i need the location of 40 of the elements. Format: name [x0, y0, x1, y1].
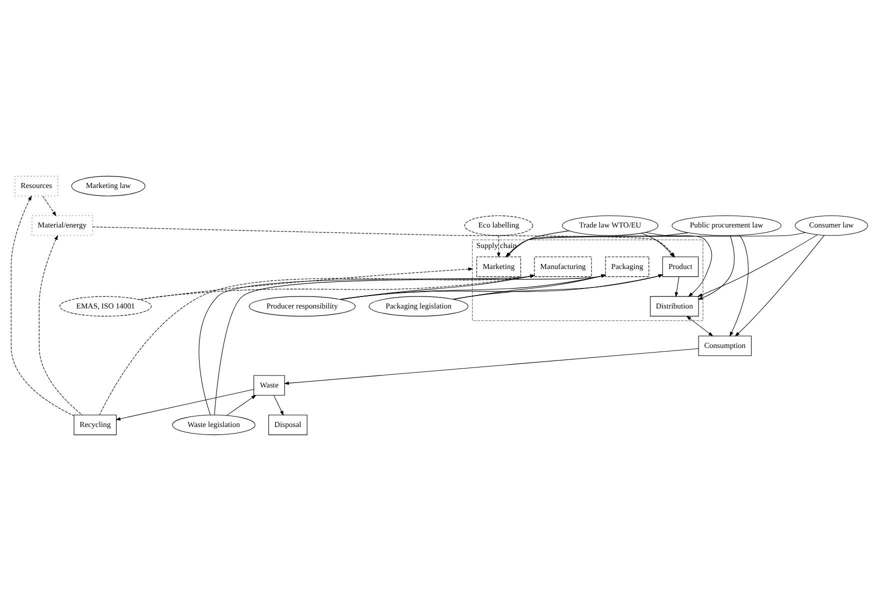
arrow [674, 276, 680, 297]
arrow [38, 234, 83, 415]
node-box: Recycling [74, 414, 117, 435]
arrow [138, 274, 536, 300]
node-ellipse: Marketing law [71, 175, 146, 196]
node-ellipse: Waste legislation [172, 414, 256, 435]
node-box: Disposal [268, 414, 308, 435]
arrow [42, 195, 56, 216]
arrow [274, 394, 284, 416]
node-ellipse: Public procurement law [672, 214, 782, 236]
node-box: Resources [14, 175, 58, 196]
arrow [697, 234, 818, 296]
node-box: Manufacturing [534, 256, 592, 276]
node-box: Consumption [698, 335, 752, 356]
arrow [644, 232, 712, 296]
node-box: Marketing [476, 256, 521, 276]
arrow [496, 234, 500, 258]
arrow [139, 266, 474, 300]
arrow [116, 388, 254, 420]
arrow [284, 348, 699, 384]
node-ellipse: EMAS, ISO 14001 [60, 296, 152, 316]
node-ellipse: Trade law WTO/EU [562, 214, 658, 236]
arrow [730, 234, 748, 336]
arrow [698, 234, 735, 300]
node-box: Product [662, 256, 699, 276]
arrow [340, 274, 536, 300]
node-box: Packaging [605, 256, 650, 276]
arrow [686, 315, 714, 336]
arrow [226, 394, 256, 416]
node-box: Waste [254, 374, 285, 396]
arrow [734, 234, 825, 336]
node-box: Distribution [650, 296, 699, 316]
node-ellipse: Consumer law [794, 214, 868, 236]
node-ellipse: Eco labelling [464, 214, 534, 236]
node-box: Material/energy [32, 214, 93, 236]
node-ellipse: Packaging legislation [368, 296, 468, 316]
node-ellipse: Producer responsibility [248, 296, 356, 316]
arrow [198, 274, 536, 415]
arrow [10, 194, 74, 416]
arrow [99, 274, 536, 415]
